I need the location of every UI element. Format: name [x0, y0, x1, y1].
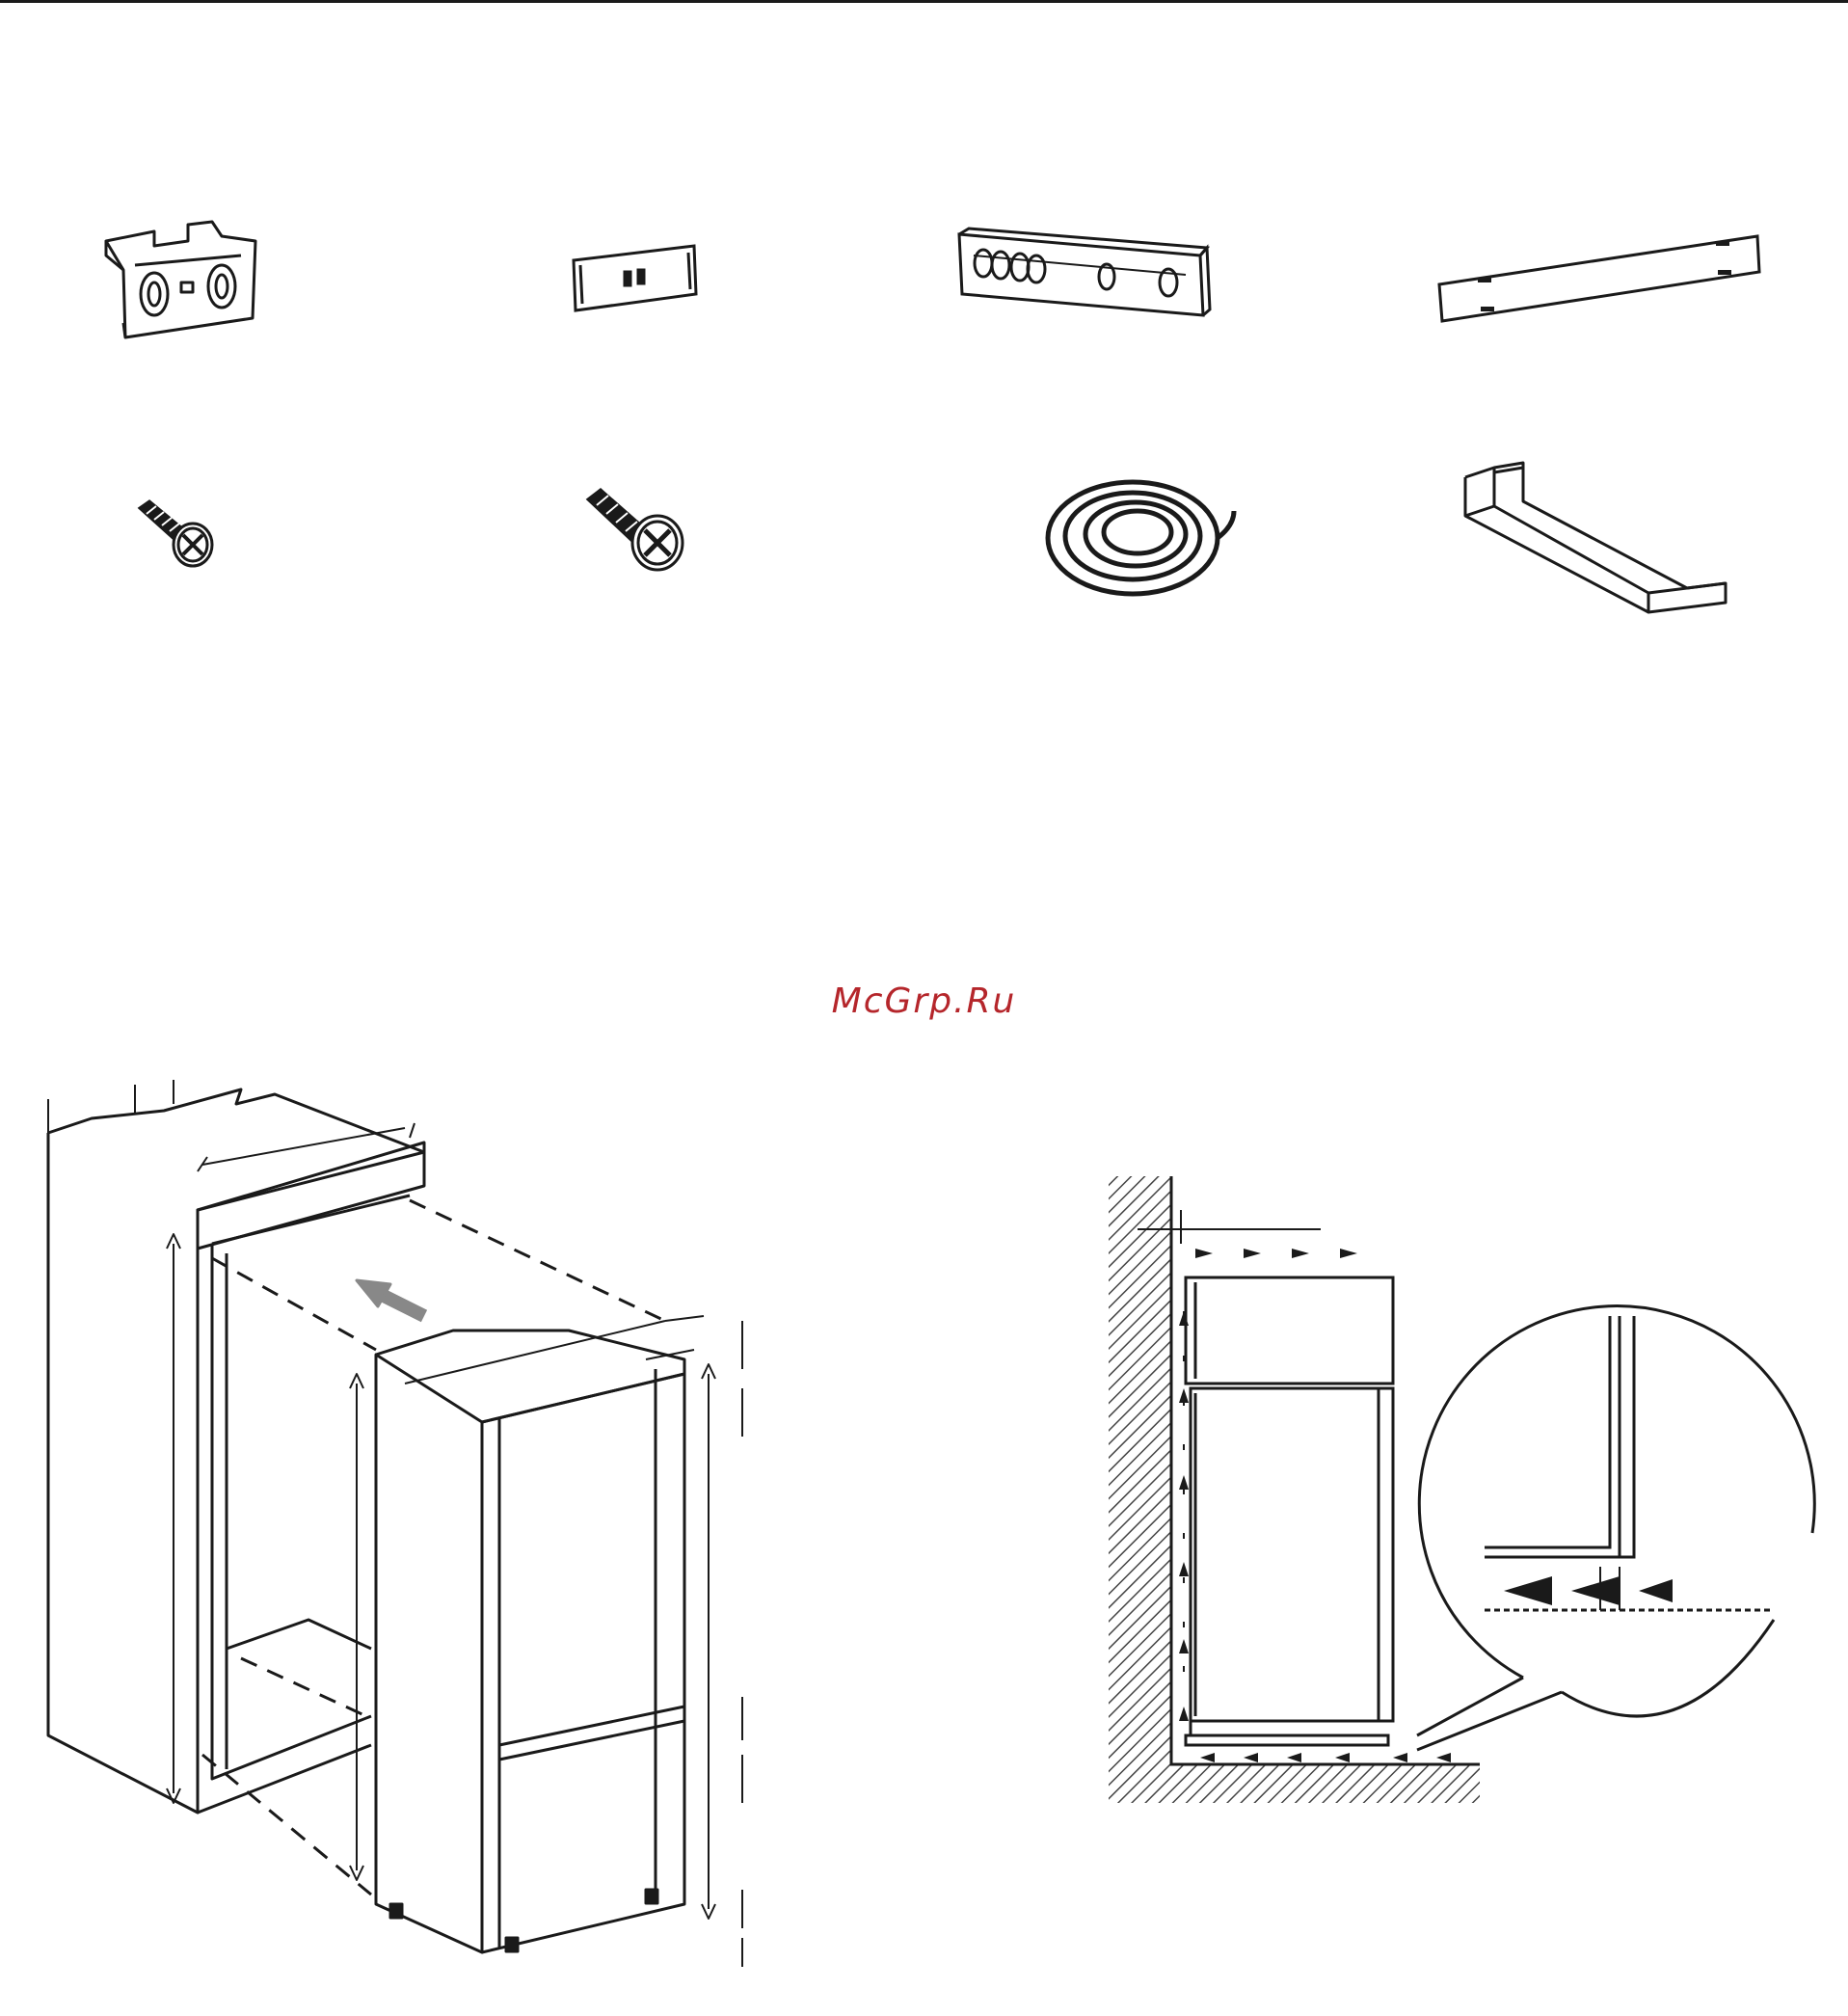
- strip-cover-icon: [1434, 231, 1762, 328]
- small-plate-icon: [569, 241, 704, 313]
- cabinet-installation-diagram: [29, 1041, 781, 2005]
- long-screw-icon: [583, 482, 689, 578]
- watermark-text: McGrp.Ru: [0, 981, 1848, 1021]
- hinge-bracket-icon: [96, 217, 265, 347]
- long-bracket-icon: [954, 227, 1215, 323]
- top-rule: [0, 0, 1848, 3]
- short-screw-icon: [135, 497, 222, 574]
- seal-strip-roll-icon: [1041, 472, 1248, 603]
- ventilation-airflow-diagram: [1099, 1167, 1822, 1822]
- angle-guide-icon: [1456, 448, 1726, 622]
